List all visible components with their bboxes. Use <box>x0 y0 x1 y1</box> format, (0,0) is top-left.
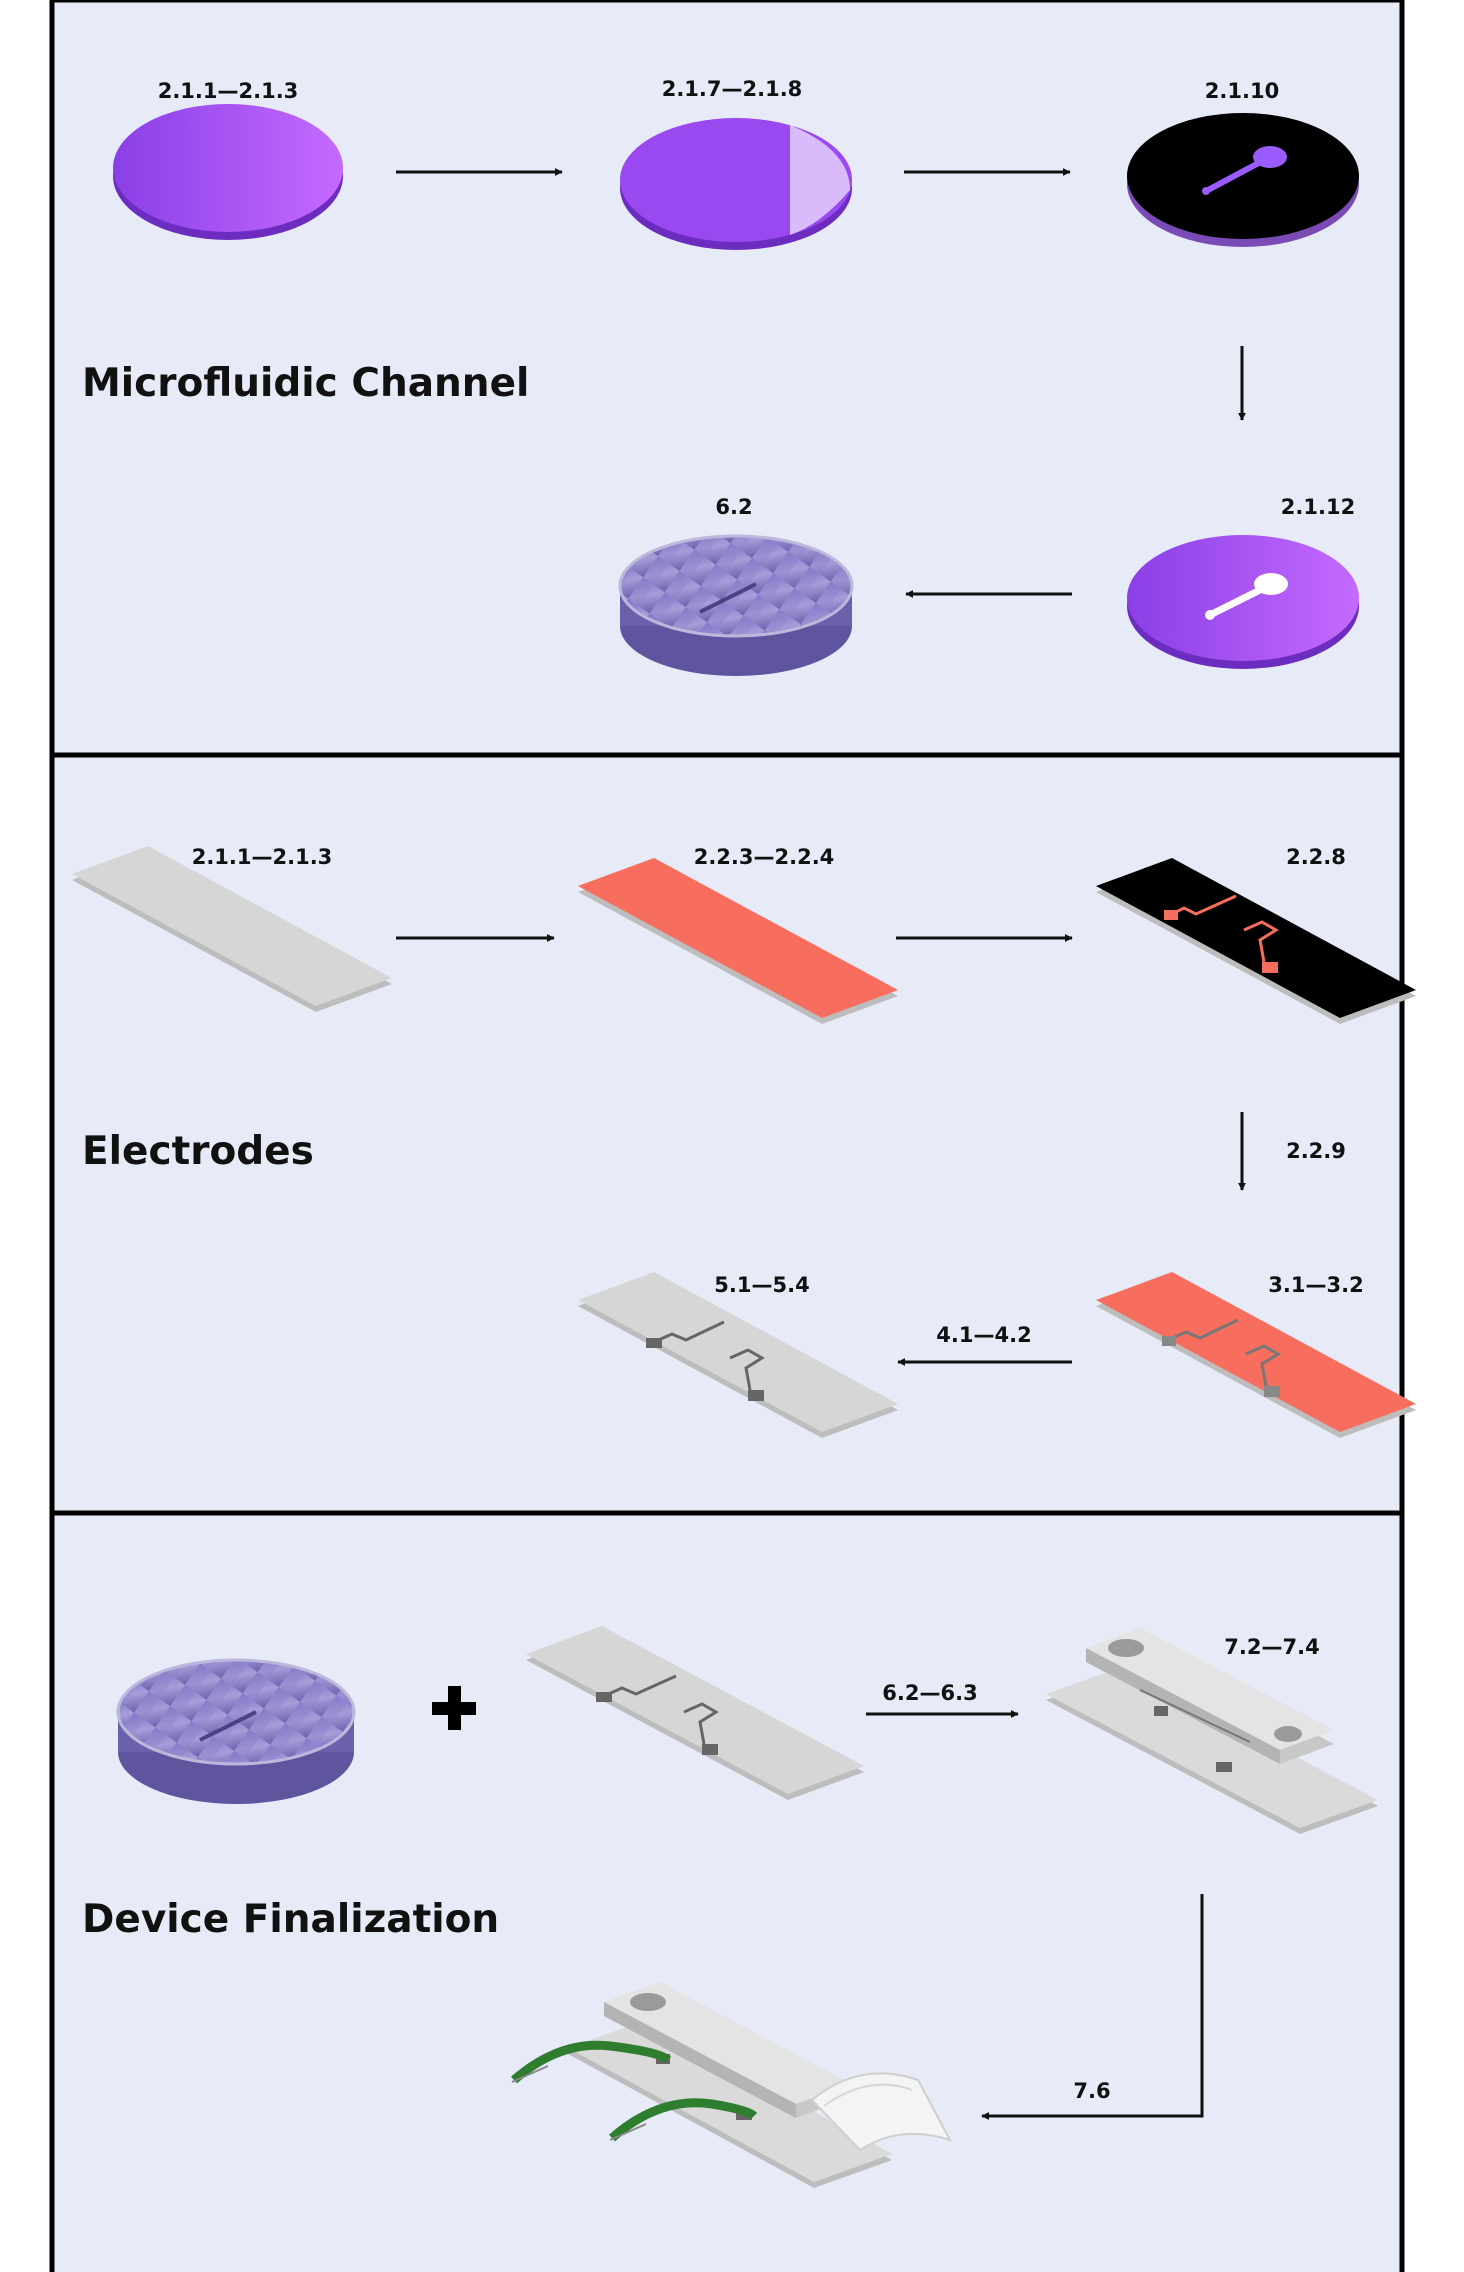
wafer-photoresist-coated <box>620 118 852 250</box>
step-label: 7.6 <box>1073 2079 1110 2103</box>
slide-etched-electrodes <box>1096 1272 1416 1438</box>
section-title-device-finalization: Device Finalization <box>82 1897 499 1942</box>
wafer-developed-mold <box>1127 535 1359 669</box>
slide-finished-electrodes <box>578 1272 898 1438</box>
plus-icon <box>432 1686 476 1730</box>
slide-finished-electrodes <box>526 1626 864 1800</box>
step-label: 2.2.3—2.2.4 <box>694 845 835 869</box>
step-label: 2.1.7—2.1.8 <box>662 77 803 101</box>
step-label: 6.2—6.3 <box>882 1681 977 1705</box>
step-label: 2.1.12 <box>1281 495 1355 519</box>
pdms-channel-disc <box>618 534 854 676</box>
step-label: 3.1—3.2 <box>1268 1273 1363 1297</box>
step-label: 2.1.10 <box>1205 79 1279 103</box>
step-label: 2.2.8 <box>1286 845 1346 869</box>
glass-slide-clean <box>72 846 392 1012</box>
step-label: 5.1—5.4 <box>714 1273 809 1297</box>
section-title-microfluidic: Microfluidic Channel <box>82 361 529 406</box>
slide-metal-coated <box>578 858 898 1024</box>
step-label: 2.1.1—2.1.3 <box>158 79 299 103</box>
panel-device-finalization <box>49 1510 1405 2272</box>
arrow-elbow <box>981 1894 1204 2120</box>
bonded-device <box>1046 1628 1378 1834</box>
wafer-bare <box>113 104 343 240</box>
pdms-channel-disc <box>116 1658 356 1804</box>
step-label: 6.2 <box>715 495 752 519</box>
step-label: 2.1.1—2.1.3 <box>192 845 333 869</box>
step-label: 4.1—4.2 <box>936 1323 1031 1347</box>
step-label: 2.2.9 <box>1286 1139 1346 1163</box>
slide-photoresist-patterned <box>1096 858 1416 1024</box>
section-title-electrodes: Electrodes <box>82 1129 314 1174</box>
step-label: 7.2—7.4 <box>1224 1635 1319 1659</box>
wafer-exposed-pattern <box>1127 113 1359 247</box>
final-device-with-wires <box>511 1982 953 2188</box>
